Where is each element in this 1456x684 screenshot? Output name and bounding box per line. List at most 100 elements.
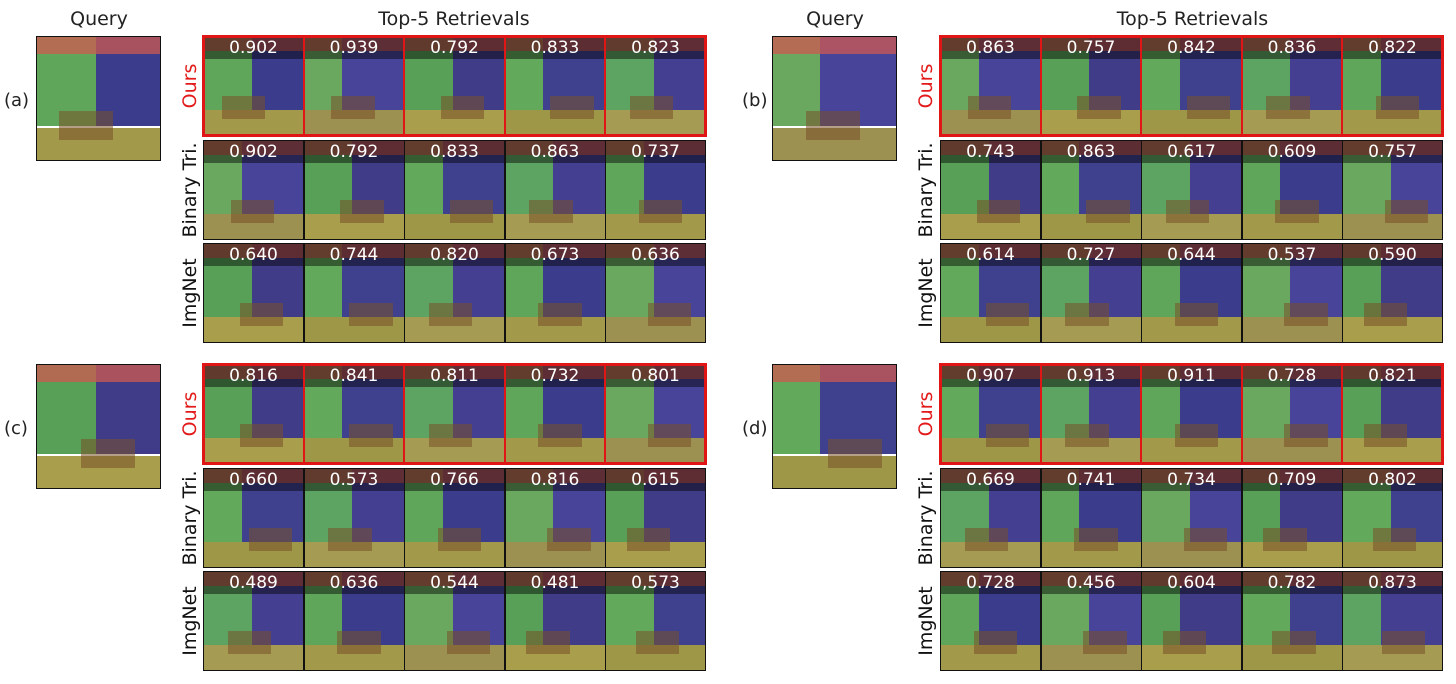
- furniture-region: [337, 630, 381, 655]
- retrieval-image: 0.841: [303, 364, 405, 464]
- ceiling-region: [1343, 469, 1442, 483]
- furniture-region: [1065, 423, 1109, 448]
- row-label-text: Binary Tri.: [915, 142, 937, 238]
- retrieval-image: 0.863: [1040, 140, 1142, 240]
- retrieval-image: 0.728: [1241, 364, 1343, 464]
- highlight-separator: [1039, 36, 1042, 136]
- retrieval-image: 0.939: [303, 36, 405, 136]
- top5-header-right: Top-5 Retrievals: [1116, 8, 1269, 30]
- retrieval-image: 0.737: [605, 140, 706, 240]
- furniture-region: [1083, 630, 1127, 655]
- ceiling-region: [204, 469, 303, 483]
- retrieval-image: 0.590: [1342, 243, 1443, 343]
- furniture-region: [437, 527, 482, 552]
- furniture-region: [635, 630, 680, 655]
- ceiling-region: [204, 365, 303, 379]
- ceiling-region: [405, 244, 504, 258]
- similarity-score: 0.737: [606, 141, 705, 163]
- retrieval-image: 0.728: [940, 571, 1041, 671]
- ceiling-region: [505, 365, 605, 379]
- furniture-region: [538, 302, 582, 327]
- similarity-score: 0.544: [405, 572, 504, 594]
- ceiling-region: [1142, 141, 1241, 155]
- similarity-score: 0.766: [405, 469, 504, 491]
- similarity-score: 0.640: [204, 244, 303, 266]
- similarity-score: 0.537: [1242, 244, 1342, 266]
- query-image: [772, 36, 897, 161]
- ceiling-region: [941, 365, 1040, 379]
- ceiling-region: [1343, 365, 1442, 379]
- ceiling-region: [606, 244, 705, 258]
- similarity-score: 0.590: [1343, 244, 1442, 266]
- ceiling-region: [1242, 141, 1342, 155]
- retrieval-image: 0.913: [1040, 364, 1142, 464]
- highlight-separator: [403, 36, 405, 136]
- ceiling-region: [606, 365, 705, 379]
- retrieval-image: 0.734: [1141, 468, 1242, 568]
- similarity-score: 0.816: [505, 469, 605, 491]
- furniture-region: [428, 423, 473, 448]
- similarity-score: 0.489: [204, 572, 303, 594]
- retrieval-image: 0.744: [303, 243, 405, 343]
- ceiling-region: [1343, 572, 1442, 586]
- retrieval-image: 0.902: [203, 140, 304, 240]
- furniture-region: [446, 630, 491, 655]
- highlight-separator: [403, 364, 405, 464]
- ceiling-region: [1242, 37, 1342, 51]
- panel-label: (d): [742, 418, 768, 439]
- retrieval-image: 0.615: [605, 468, 706, 568]
- retrieval-image: 0.732: [504, 364, 606, 464]
- retrieval-image: 0.816: [203, 364, 304, 464]
- retrieval-image: 0.709: [1241, 468, 1343, 568]
- furniture-region: [550, 95, 594, 120]
- similarity-score: 0.644: [1142, 244, 1241, 266]
- retrieval-image: 0.741: [1040, 468, 1142, 568]
- similarity-score: 0.873: [1343, 572, 1442, 594]
- similarity-score: 0.615: [606, 469, 705, 491]
- furniture-region: [1174, 302, 1219, 327]
- similarity-score: 0,573: [606, 572, 705, 594]
- similarity-score: 0.728: [1242, 365, 1342, 387]
- retrieval-image: 0.609: [1241, 140, 1343, 240]
- similarity-score: 0.782: [1242, 572, 1342, 594]
- row-label-text: Binary Tri.: [179, 470, 201, 566]
- ceiling-region: [1343, 37, 1442, 51]
- furniture-region: [629, 95, 674, 120]
- similarity-score: 0.732: [505, 365, 605, 387]
- retrieval-image: 0.792: [303, 140, 405, 240]
- furniture-region: [1086, 199, 1130, 224]
- row-label-text: ImgNet: [179, 258, 201, 328]
- furniture-region: [239, 302, 284, 327]
- similarity-score: 0.609: [1242, 141, 1342, 163]
- ceiling-region: [1041, 141, 1141, 155]
- furniture-region: [328, 527, 372, 552]
- row-label-text: ImgNet: [915, 258, 937, 328]
- furniture-region: [1263, 527, 1307, 552]
- retrieval-image: 0.604: [1141, 571, 1242, 671]
- ceiling-region: [1041, 365, 1141, 379]
- ceiling-region: [405, 365, 504, 379]
- similarity-score: 0.673: [505, 244, 605, 266]
- highlight-separator: [1341, 364, 1343, 464]
- retrieval-image: 0.636: [605, 243, 706, 343]
- row-label-text: ImgNet: [179, 586, 201, 656]
- retrieval-image: 0.636: [303, 571, 405, 671]
- retrieval-image: 0.614: [940, 243, 1041, 343]
- retrieval-image: 0.743: [940, 140, 1041, 240]
- similarity-score: 0.822: [1343, 37, 1442, 59]
- similarity-score: 0.734: [1142, 469, 1241, 491]
- similarity-score: 0.811: [405, 365, 504, 387]
- retrieval-image: 0.821: [1342, 364, 1443, 464]
- retrieval-image: 0.727: [1040, 243, 1142, 343]
- retrieval-image: 0.544: [404, 571, 505, 671]
- retrieval-image: 0.863: [504, 140, 606, 240]
- retrieval-image: 0.811: [404, 364, 505, 464]
- ceiling-region: [37, 365, 160, 383]
- furniture-region: [647, 302, 692, 327]
- similarity-score: 0.669: [941, 469, 1040, 491]
- retrieval-image: 0.757: [1342, 140, 1443, 240]
- similarity-score: 0.604: [1142, 572, 1241, 594]
- furniture-region: [1275, 199, 1319, 224]
- ceiling-region: [304, 469, 404, 483]
- ceiling-region: [405, 37, 504, 51]
